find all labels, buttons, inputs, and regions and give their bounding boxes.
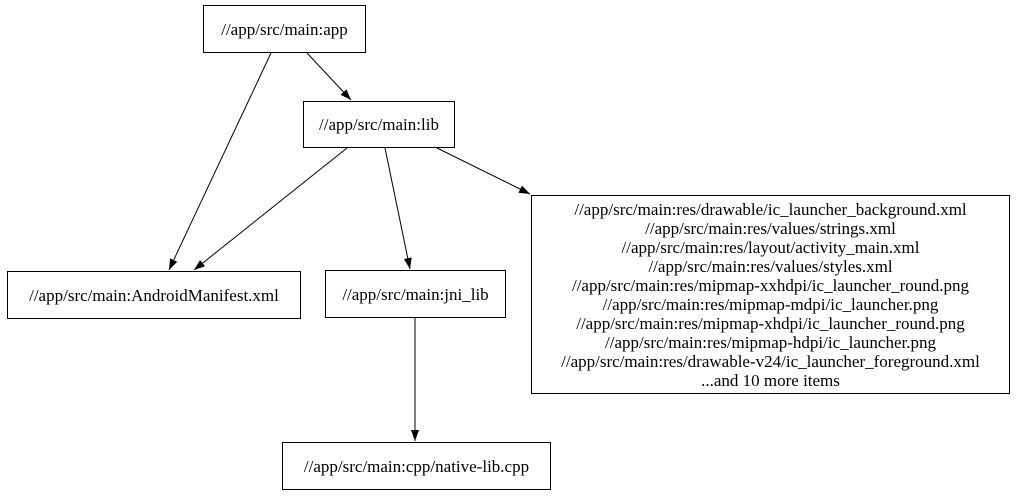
graph-node-lib: //app/src/main:lib [303,101,455,148]
resource-line: //app/src/main:res/mipmap-hdpi/ic_launch… [605,332,936,352]
edge-lib-to-jni-lib [384,147,412,270]
graph-node-native-lib-cpp-label: //app/src/main:cpp/native-lib.cpp [303,456,530,476]
edge-lib-to-manifest [193,147,348,271]
graph-node-resources-group: //app/src/main:res/drawable/ic_launcher_… [531,195,1010,394]
graph-node-lib-label: //app/src/main:lib [319,115,439,134]
resource-line: //app/src/main:res/values/strings.xml [645,218,896,238]
resource-line: //app/src/main:res/mipmap-mdpi/ic_launch… [602,294,939,314]
graph-node-android-manifest-label: //app/src/main:AndroidManifest.xml [29,285,279,305]
graph-node-jni-lib-label: //app/src/main:jni_lib [342,284,489,304]
graph-node-android-manifest: //app/src/main:AndroidManifest.xml [7,271,301,319]
resource-line: //app/src/main:res/layout/activity_main.… [621,237,920,257]
resource-line: //app/src/main:res/mipmap-xhdpi/ic_launc… [576,313,965,333]
edge-app-to-lib [306,52,352,101]
edge-lib-to-resources [436,147,531,195]
resource-line: //app/src/main:res/mipmap-xxhdpi/ic_laun… [571,275,970,295]
resource-line: //app/src/main:res/drawable-v24/ic_launc… [561,351,980,371]
edge-app-to-manifest [168,52,272,271]
resource-more-items-note: ...and 10 more items [701,370,840,390]
resource-line: //app/src/main:res/values/styles.xml [648,256,893,276]
graph-node-app: //app/src/main:app [203,5,366,53]
graph-node-native-lib-cpp: //app/src/main:cpp/native-lib.cpp [282,442,551,490]
resource-line: //app/src/main:res/drawable/ic_launcher_… [574,199,967,219]
graph-node-jni-lib: //app/src/main:jni_lib [325,270,506,318]
graph-node-app-label: //app/src/main:app [221,19,348,39]
